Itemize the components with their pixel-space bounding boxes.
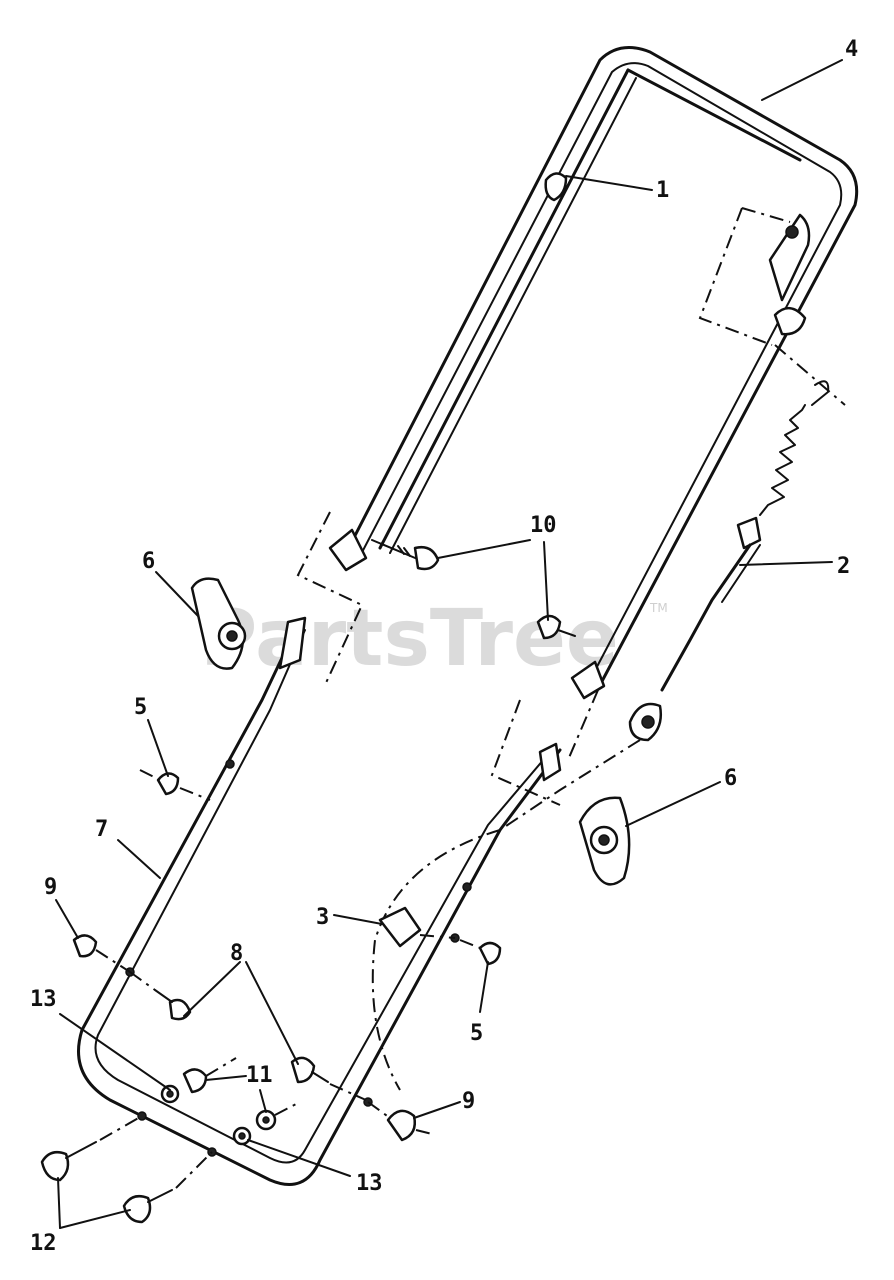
clip-part-1 bbox=[544, 172, 568, 202]
callout-9-left: 9 bbox=[44, 875, 57, 900]
nut-part-5-left bbox=[139, 769, 211, 801]
callout-6-left: 6 bbox=[142, 549, 155, 574]
lower-handle bbox=[77, 616, 562, 1186]
watermark: PartsTree TM bbox=[200, 594, 668, 684]
callout-10: 10 bbox=[530, 513, 557, 538]
knob-bolt-part-12-lower bbox=[122, 1151, 213, 1224]
watermark-text: PartsTree bbox=[200, 594, 619, 684]
callout-5-left: 5 bbox=[134, 695, 147, 720]
assembly-guide-lines bbox=[296, 511, 599, 806]
watermark-trademark: TM bbox=[649, 601, 668, 615]
throttle-cable bbox=[499, 380, 830, 831]
callout-labels: 1 2 3 4 5 5 6 6 7 8 9 9 10 11 12 13 13 bbox=[30, 37, 858, 1256]
callout-9-right: 9 bbox=[462, 1089, 475, 1114]
callout-6-right: 6 bbox=[724, 766, 737, 791]
nut-part-9-left bbox=[72, 934, 131, 973]
callout-13-upper: 13 bbox=[30, 987, 57, 1012]
callout-5-right: 5 bbox=[470, 1021, 483, 1046]
control-bar-bracket bbox=[698, 207, 846, 406]
callout-3: 3 bbox=[316, 905, 329, 930]
bolt-part-8-left bbox=[129, 971, 192, 1021]
washer-part-13-lower bbox=[232, 1126, 252, 1146]
callout-13-lower: 13 bbox=[356, 1171, 383, 1196]
nut-part-9-right bbox=[367, 1101, 433, 1142]
callout-8: 8 bbox=[230, 941, 243, 966]
cable-route-arc bbox=[371, 829, 501, 1091]
callout-2: 2 bbox=[837, 554, 850, 579]
knob-part-6-left bbox=[190, 577, 247, 670]
upper-handle bbox=[328, 46, 859, 700]
nut-part-10-lower bbox=[536, 614, 576, 640]
washer-part-13-upper bbox=[160, 1084, 180, 1104]
callout-4: 4 bbox=[845, 37, 858, 62]
leader-lines bbox=[55, 59, 843, 1229]
knob-bolt-part-12-upper bbox=[40, 1115, 143, 1182]
knob-part-6-right bbox=[578, 796, 631, 886]
bolt-part-10-upper bbox=[371, 539, 440, 571]
callout-7: 7 bbox=[95, 817, 108, 842]
callout-11: 11 bbox=[246, 1063, 273, 1088]
clamp-part-3 bbox=[378, 906, 456, 948]
callout-12: 12 bbox=[30, 1231, 57, 1256]
callout-1: 1 bbox=[656, 178, 669, 203]
nut-part-5-right bbox=[459, 939, 502, 966]
nut-part-11-upper bbox=[182, 1057, 237, 1094]
